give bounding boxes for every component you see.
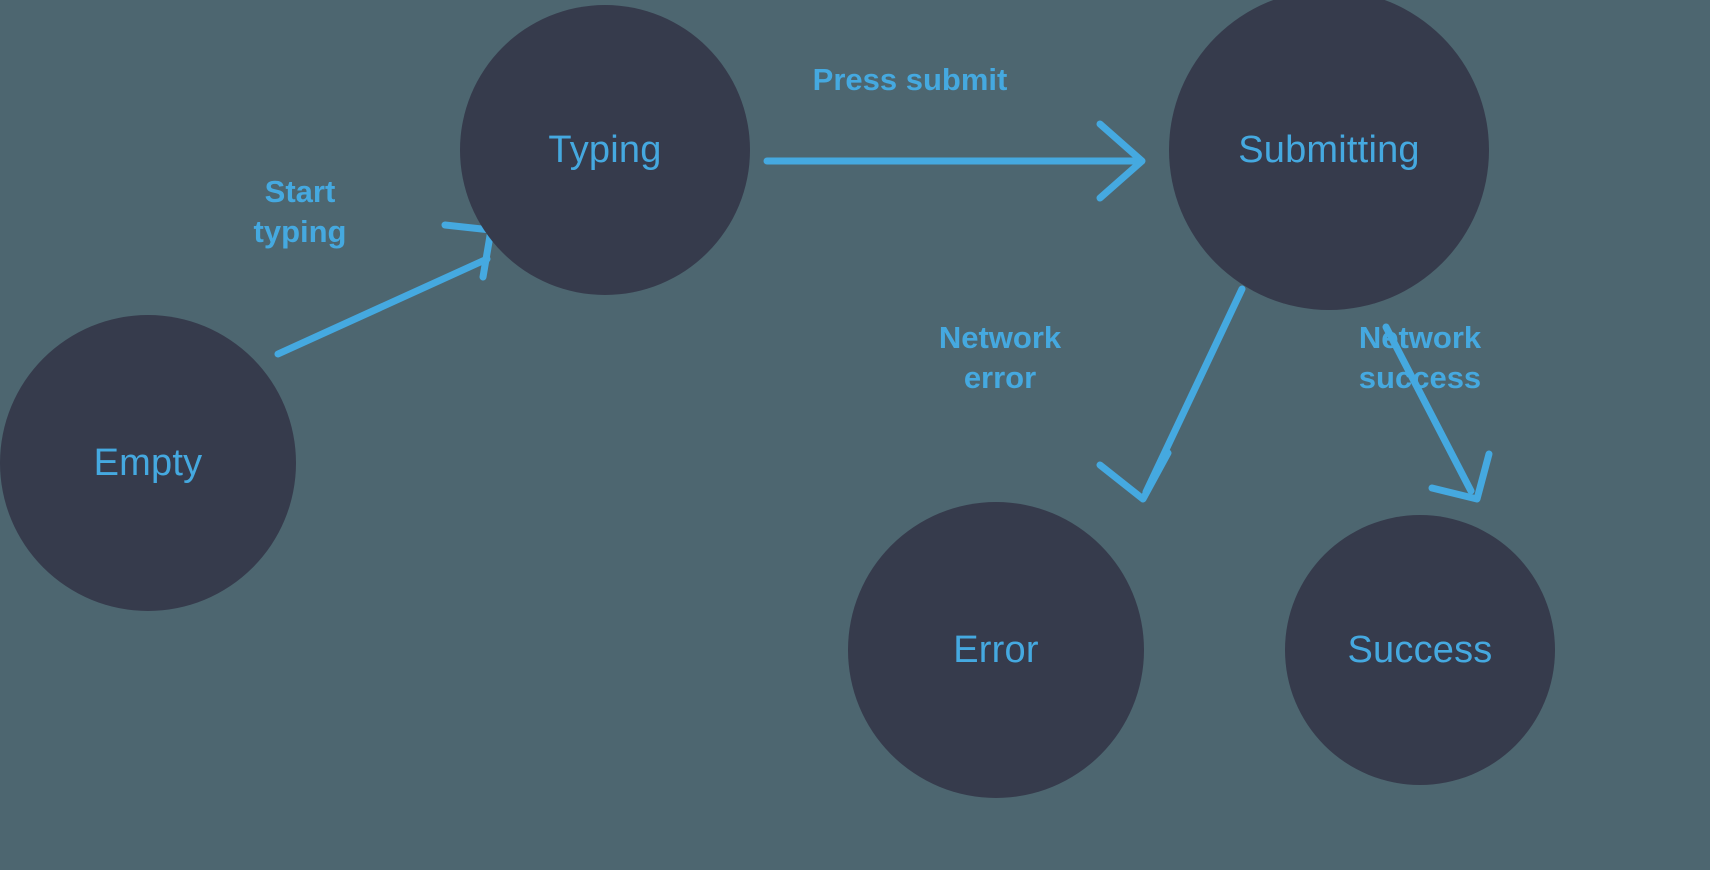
- state-node-submitting-label: Submitting: [1238, 129, 1420, 171]
- edge-label-start-typing: Start typing: [253, 174, 347, 249]
- arrow-submitting-to-success: [1382, 323, 1493, 503]
- state-node-empty[interactable]: Empty: [0, 315, 296, 611]
- state-node-success[interactable]: Success: [1285, 515, 1555, 785]
- state-node-typing-label: Typing: [548, 129, 662, 171]
- state-node-empty-label: Empty: [93, 442, 203, 484]
- edge-label-press-submit: Press submit: [812, 62, 1008, 97]
- state-node-error[interactable]: Error: [848, 502, 1144, 798]
- state-node-submitting[interactable]: Submitting: [1169, 0, 1489, 310]
- edge-label-network-error: Network error: [938, 320, 1062, 395]
- state-node-success-label: Success: [1347, 629, 1493, 671]
- arrow-submitting-to-error: [1096, 285, 1246, 503]
- edge-label-network-success: Network success: [1358, 320, 1482, 395]
- state-node-error-label: Error: [953, 629, 1039, 671]
- state-node-typing[interactable]: Typing: [460, 5, 750, 295]
- arrow-typing-to-submitting: [763, 120, 1146, 202]
